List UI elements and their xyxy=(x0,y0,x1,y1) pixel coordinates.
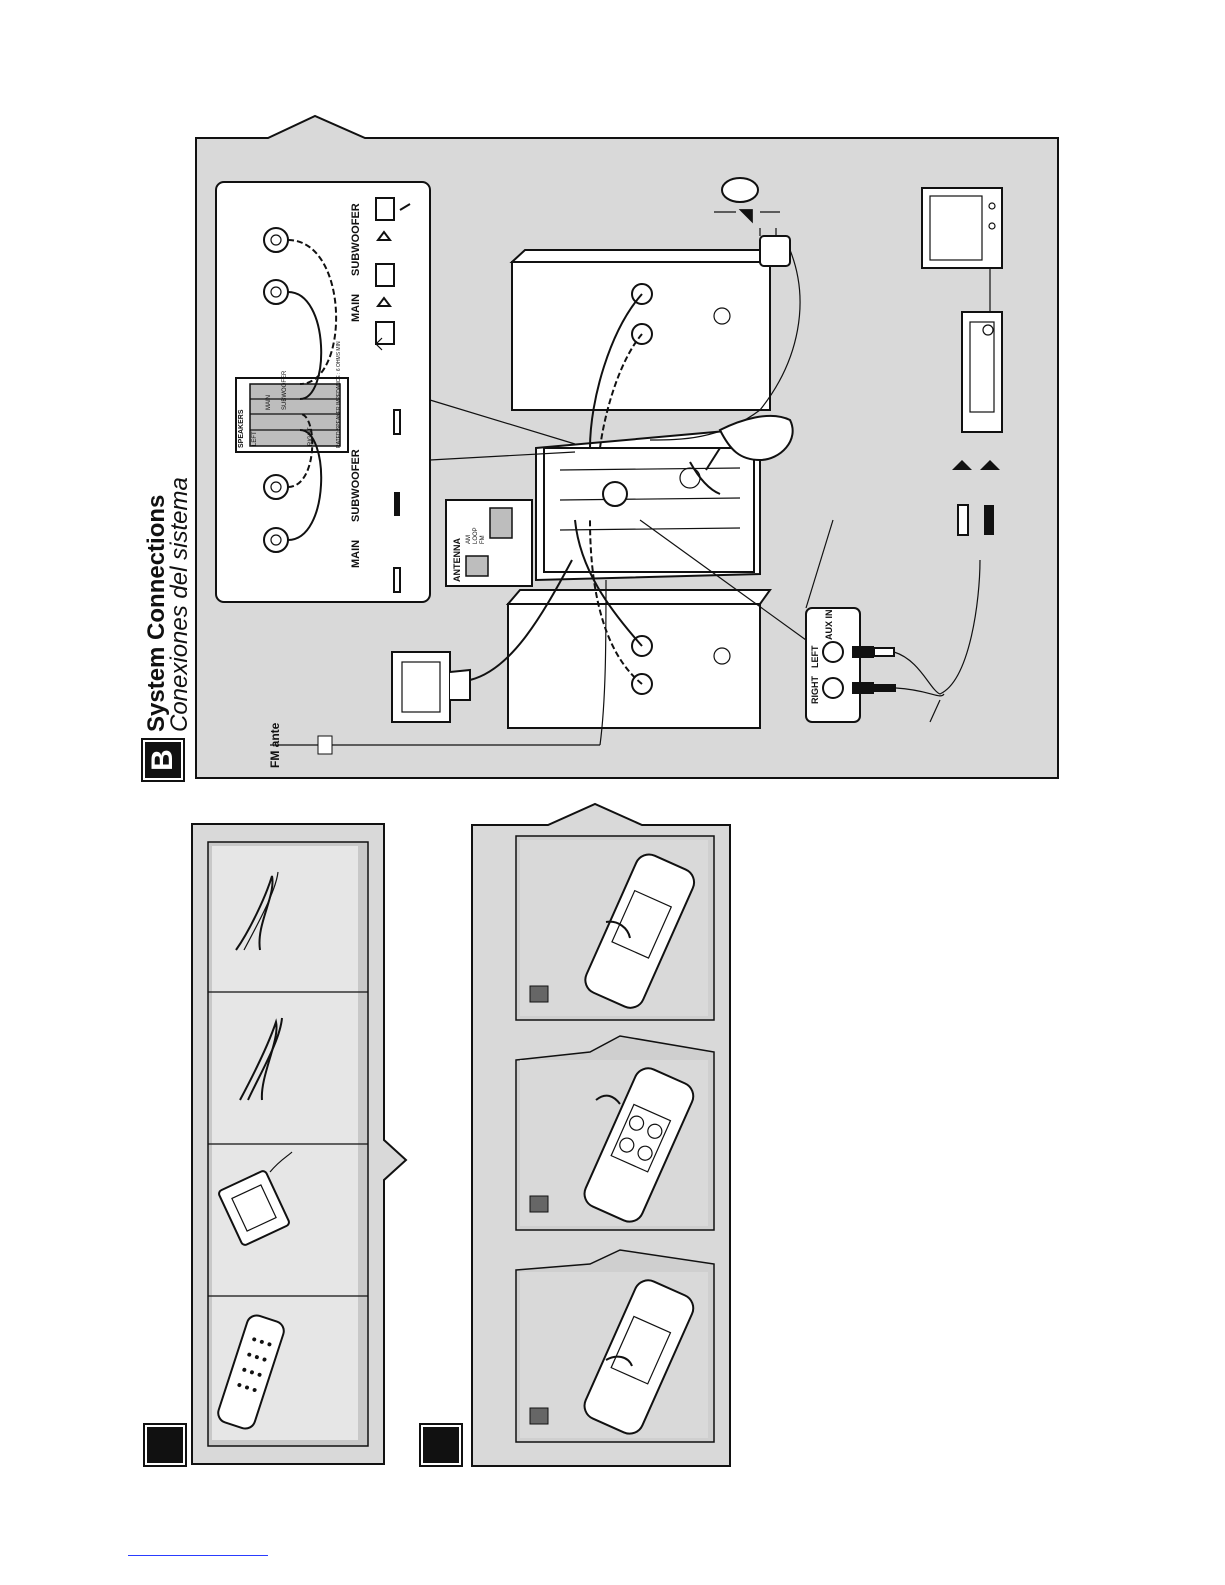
footer-link-underline xyxy=(128,1555,268,1556)
terminal-right-label: RIGHT xyxy=(308,427,314,446)
battery-step-2-marker xyxy=(530,1196,548,1212)
accessories-panel xyxy=(0,800,420,1500)
terminal-subwoofer-label: SUBWOOFER xyxy=(282,371,288,410)
terminal-impedance-label: RATED SPEAKER IMPEDANCE : 6 OHMS MIN xyxy=(336,341,342,448)
fm-antenna-label: FM ante xyxy=(268,723,282,768)
antenna-loop-label: LOOP xyxy=(473,527,479,544)
terminal-speakers-label: SPEAKERS xyxy=(238,409,245,448)
battery-install-panel xyxy=(460,800,760,1500)
aux-right-label: RIGHT xyxy=(810,676,820,704)
right-speaker xyxy=(512,250,782,410)
battery-badge xyxy=(421,1425,461,1465)
battery-step-3-marker xyxy=(530,1408,548,1424)
section-b-subtitle: Conexiones del sistema xyxy=(166,477,194,732)
accessories-badge xyxy=(145,1425,185,1465)
terminal-left-label: LEFT xyxy=(252,431,258,446)
aux-in-label: AUX IN xyxy=(824,609,834,640)
tv-device xyxy=(922,188,1002,268)
inset-right-subwoofer-label: SUBWOOFER xyxy=(350,203,362,276)
terminal-main-label: MAIN xyxy=(266,395,272,410)
main-unit xyxy=(536,428,760,580)
inset-right-main-label: MAIN xyxy=(350,294,362,322)
section-b-badge: B xyxy=(143,740,183,780)
left-speaker xyxy=(508,590,770,728)
vcr-device xyxy=(962,312,1002,432)
section-b-badge-text: B xyxy=(146,749,180,771)
battery-step-1-marker xyxy=(530,986,548,1002)
antenna-fm-label: FM xyxy=(480,535,486,544)
aux-left-label: LEFT xyxy=(810,646,820,669)
antenna-am-label: AM xyxy=(466,535,472,544)
inset-left-main-label: MAIN xyxy=(350,540,362,568)
antenna-box-title: ANTENNA xyxy=(452,538,462,582)
inset-left-subwoofer-label: SUBWOOFER xyxy=(350,449,362,522)
